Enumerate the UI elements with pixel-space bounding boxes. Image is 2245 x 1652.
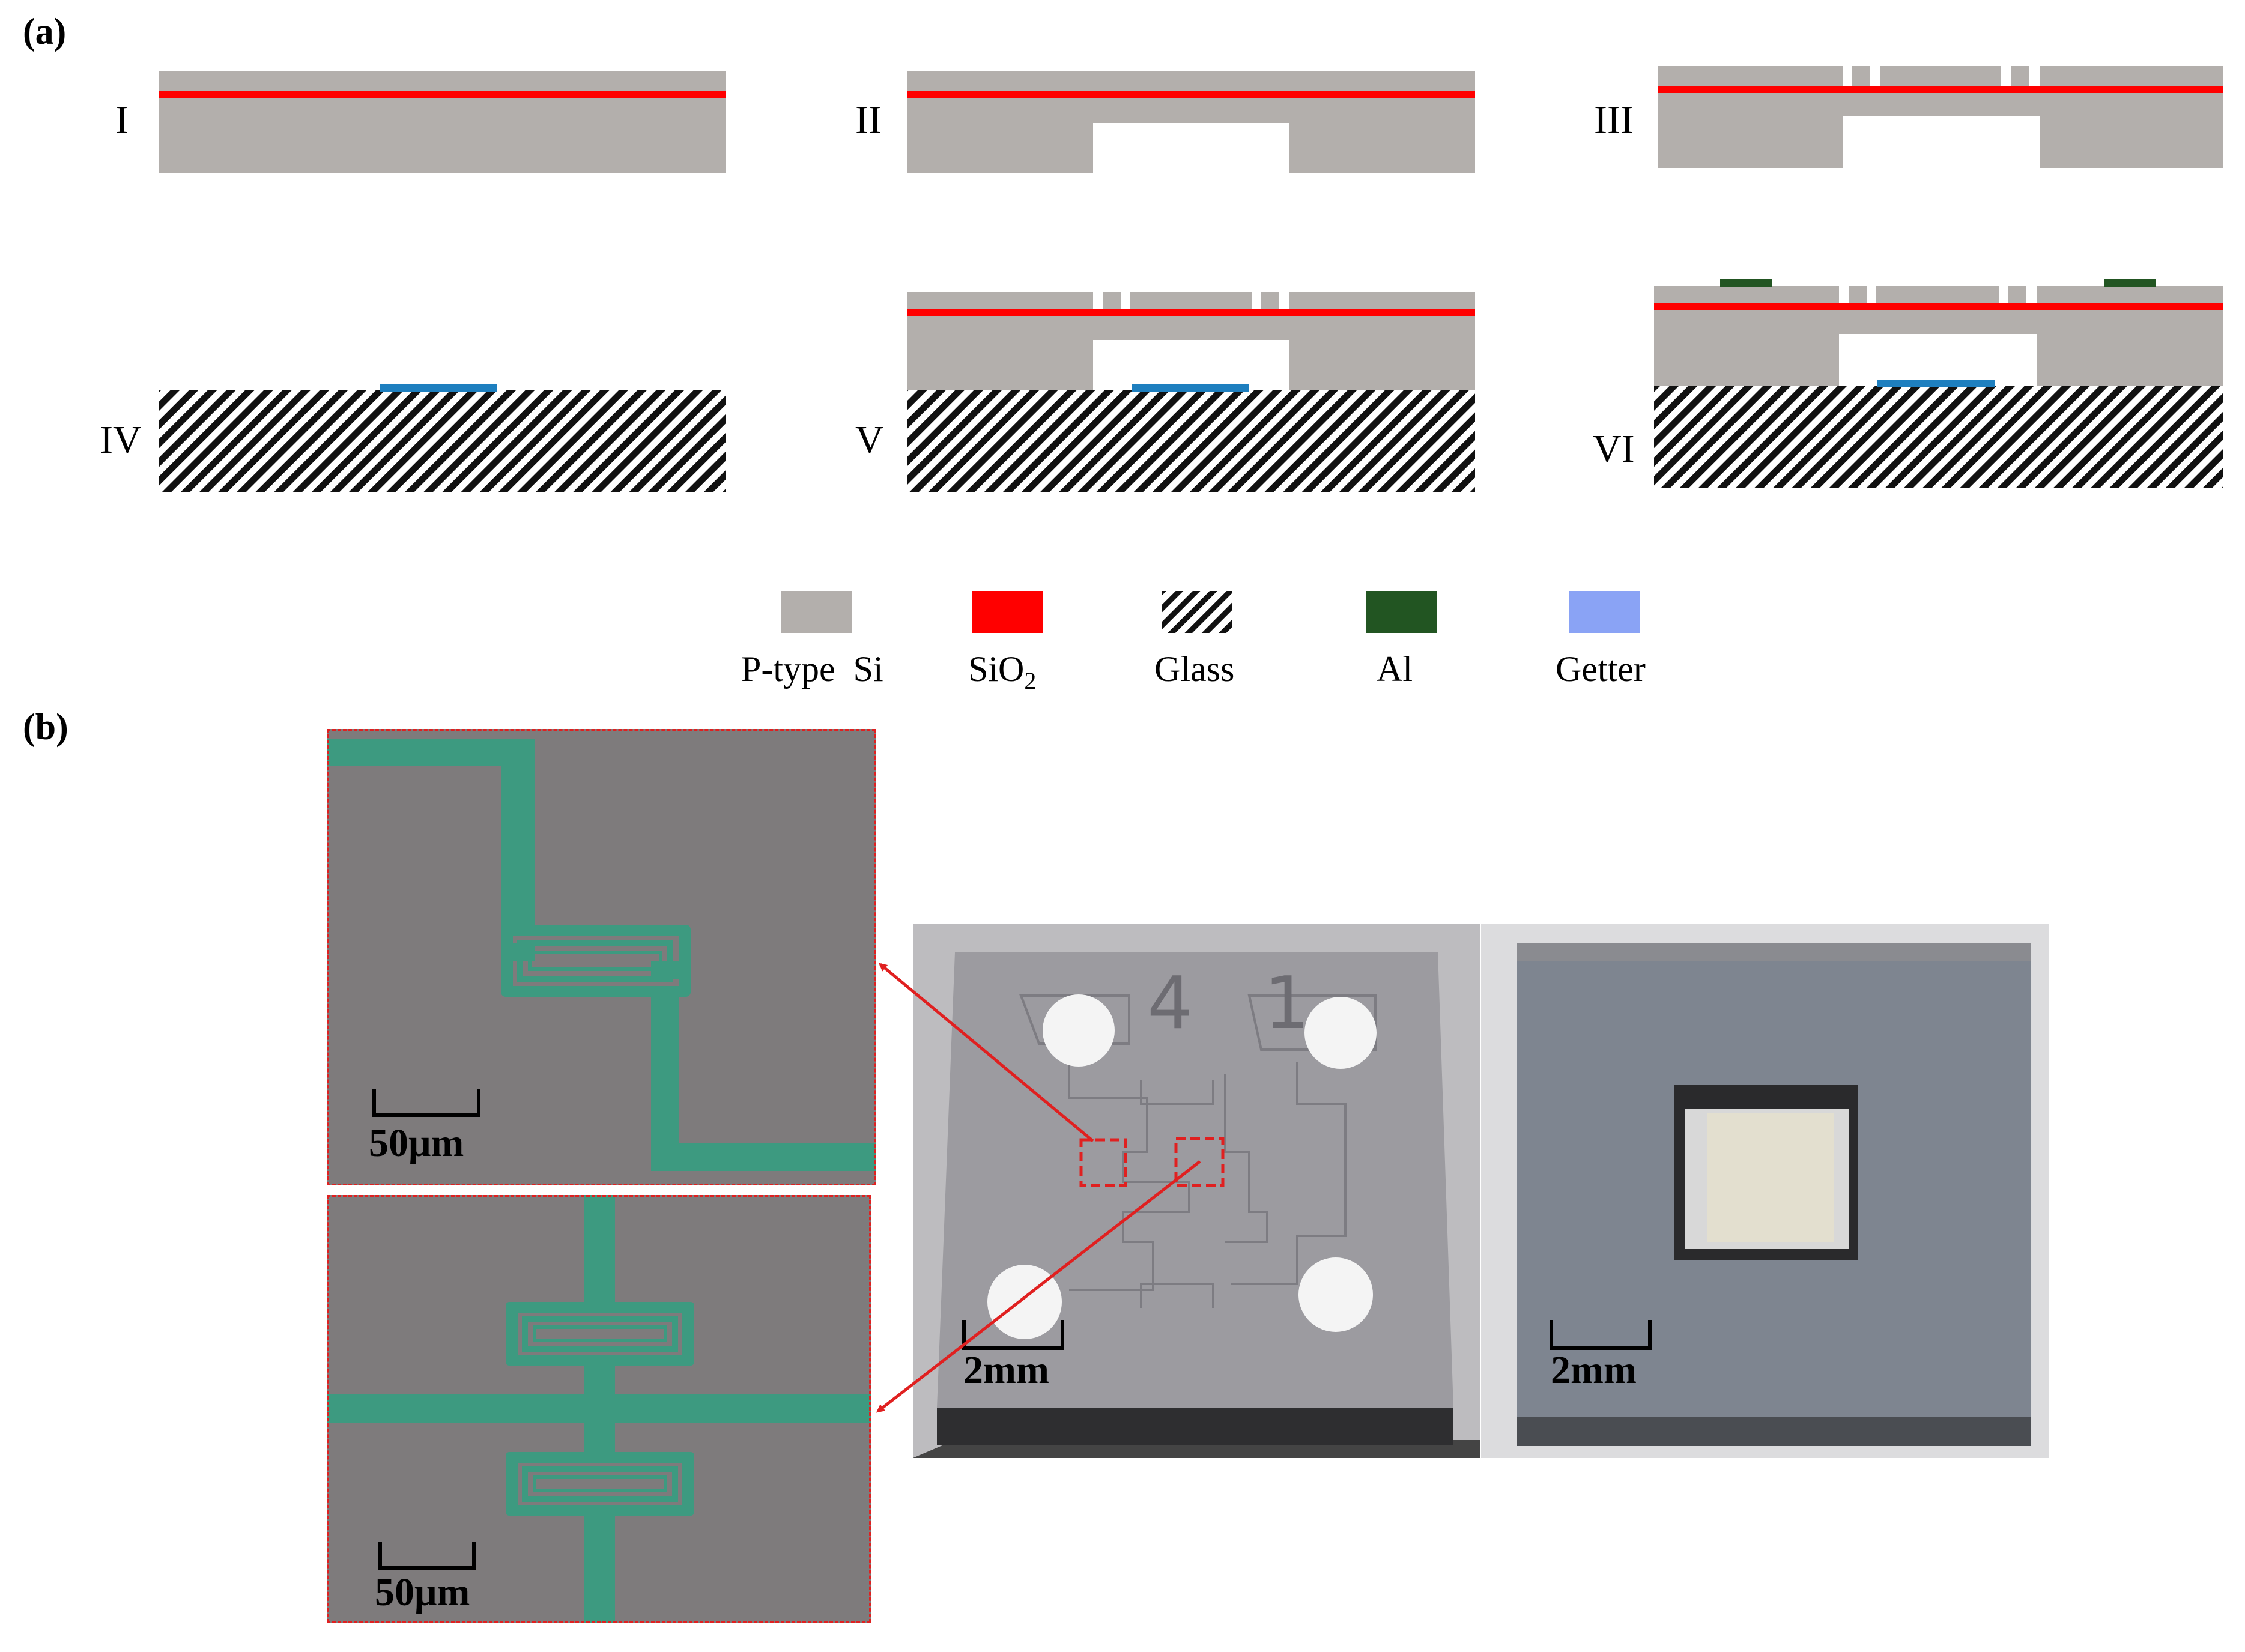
scale-label-chip: 2mm: [963, 1348, 1049, 1392]
step-6-top-seg-2: [1849, 286, 1867, 305]
panel-label-a: (a): [23, 11, 67, 52]
step-1-silicon: [159, 71, 726, 173]
step-5-top-seg-2: [1103, 292, 1121, 311]
step-4-glass: [159, 390, 726, 492]
legend-label-glass: Glass: [1154, 649, 1235, 689]
step-2-oxide: [907, 91, 1475, 98]
scale-bar-micro-bottom: [378, 1542, 476, 1570]
step-5-top-seg-1: [907, 292, 1093, 311]
micrograph-top-frame: [327, 729, 876, 1185]
lid-photo: 2mm: [1481, 924, 2049, 1458]
step-5-oxide: [907, 309, 1475, 316]
legend-label-sio2-text: SiO: [968, 649, 1025, 689]
legend-swatch-al: [1366, 591, 1437, 633]
lid-cavity-getter: [1707, 1113, 1834, 1242]
step-3-top-seg-2: [1852, 66, 1870, 86]
step-2-silicon: [907, 71, 1475, 173]
step-6-getter: [1877, 380, 1995, 387]
legend-swatch-sio2: [972, 591, 1043, 633]
step-5-top-seg-4: [1261, 292, 1279, 311]
scale-label-micro-bottom: 50μm: [375, 1570, 470, 1614]
step-6-top-seg-4: [2008, 286, 2026, 305]
step-label-1: I: [115, 98, 129, 142]
step-5-top-seg-5: [1289, 292, 1475, 311]
step-2-cross-section: [907, 71, 1475, 173]
step-6-al-pad-left: [1720, 279, 1772, 287]
step-label-5: V: [855, 418, 884, 462]
step-1-cross-section: [159, 71, 726, 173]
legend-swatch-getter: [1569, 591, 1640, 633]
step-1-oxide: [159, 91, 726, 98]
step-6-top-seg-3: [1876, 286, 1999, 305]
step-3-top-seg-5: [2040, 66, 2223, 86]
step-label-6: VI: [1593, 427, 1635, 471]
step-6-top-seg-1: [1654, 286, 1839, 305]
legend-label-si: P-type Si: [741, 649, 883, 689]
step-4-cross-section: [159, 384, 726, 492]
micrograph-bottom-frame: [327, 1195, 871, 1623]
legend-label-sio2: SiO2: [968, 649, 1036, 695]
scale-label-lid: 2mm: [1551, 1348, 1637, 1392]
step-6-oxide: [1654, 303, 2223, 310]
legend-label-sio2-sub: 2: [1024, 667, 1037, 694]
legend-swatch-glass: [1162, 591, 1232, 633]
step-5-cross-section: [907, 292, 1475, 492]
step-5-silicon: [907, 311, 1475, 390]
micrograph-top-traces: [327, 739, 876, 1171]
legend-label-getter: Getter: [1556, 649, 1646, 689]
chip-photo: 4 1 2mm: [913, 924, 1480, 1458]
micrograph-bottom-traces: [327, 1195, 871, 1623]
step-5-glass: [907, 390, 1475, 492]
micrograph-top: 50μm: [327, 729, 876, 1185]
step-6-cross-section: [1654, 279, 2223, 488]
step-label-2: II: [855, 98, 882, 142]
step-4-getter: [380, 384, 497, 392]
step-6-glass: [1654, 386, 2223, 488]
chip-pad-br: [1298, 1257, 1373, 1332]
chip-pad-tl: [1043, 994, 1115, 1067]
step-label-3: III: [1594, 98, 1634, 142]
scale-bar-micro-top: [372, 1089, 480, 1117]
step-6-al-pad-right: [2104, 279, 2156, 287]
step-3-top-seg-3: [1880, 66, 2001, 86]
chip-pad-tr: [1304, 997, 1377, 1069]
step-3-top-seg-4: [2011, 66, 2029, 86]
step-6-top-seg-5: [2037, 286, 2223, 305]
step-5-getter: [1132, 384, 1249, 392]
scale-label-micro-top: 50μm: [369, 1121, 464, 1165]
step-label-4: IV: [100, 418, 142, 462]
step-5-top-seg-3: [1130, 292, 1252, 311]
step-3-cross-section: [1658, 66, 2223, 168]
step-3-top-seg-1: [1658, 66, 1843, 86]
scale-bar-chip: [962, 1320, 1064, 1350]
scale-bar-lid: [1550, 1320, 1652, 1350]
lid-photo-art: [1517, 943, 2031, 1446]
panel-label-b: (b): [23, 707, 68, 748]
step-3-silicon: [1658, 86, 2223, 168]
chip-marking: 4 1: [1147, 962, 1334, 1045]
legend-label-al: Al: [1377, 649, 1413, 689]
step-3-oxide: [1658, 86, 2223, 93]
step-6-silicon: [1654, 305, 2223, 386]
legend-swatch-si: [781, 591, 852, 633]
micrograph-bottom: 50μm: [327, 1195, 871, 1623]
